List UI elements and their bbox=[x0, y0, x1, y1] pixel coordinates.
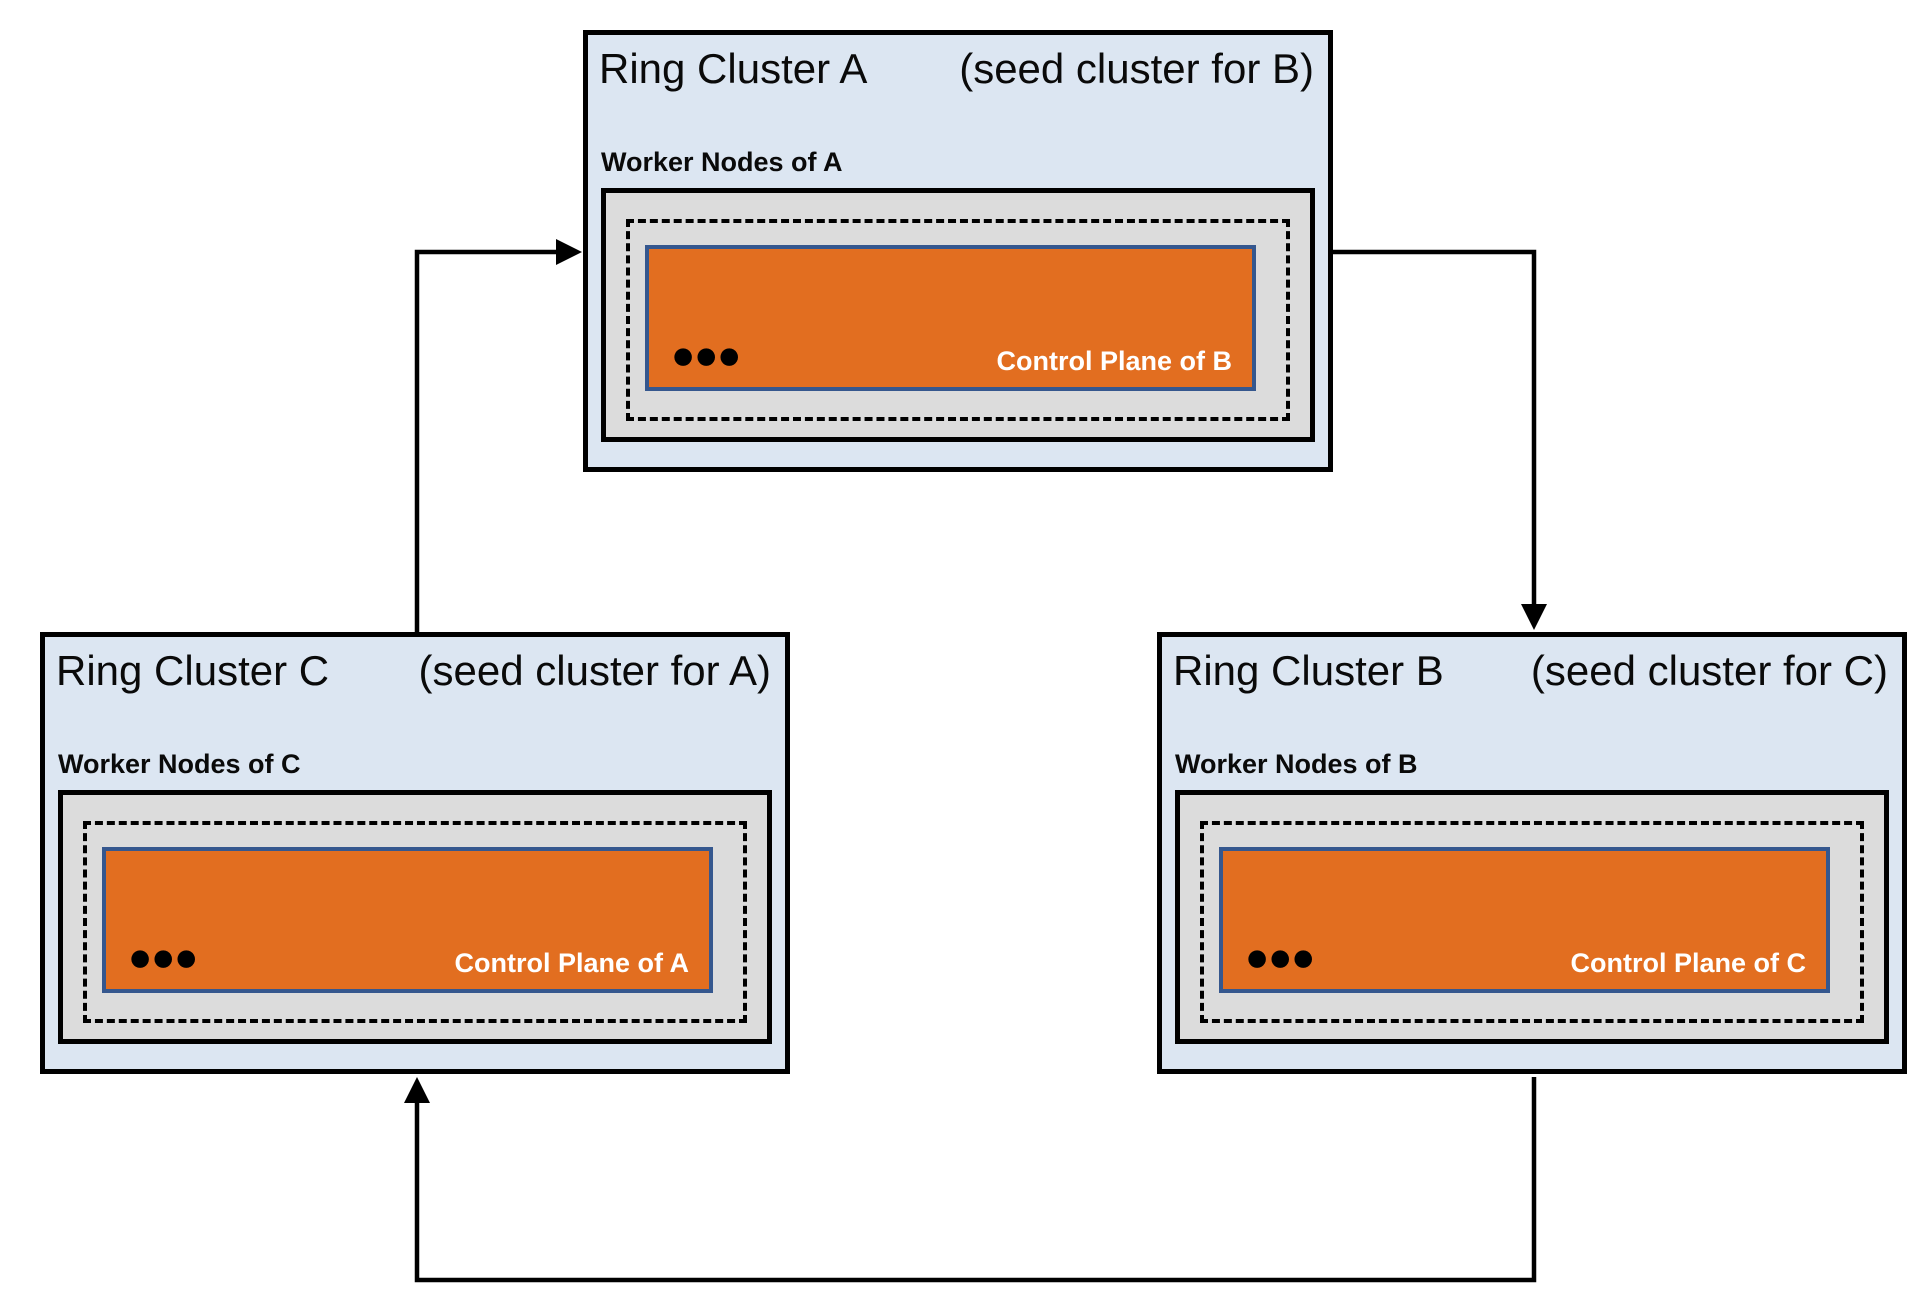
cluster-b-dashed-boundary: ●●● Control Plane of C bbox=[1200, 821, 1864, 1023]
cluster-c-dashed-boundary: ●●● Control Plane of A bbox=[83, 821, 747, 1023]
arrow-b-to-c bbox=[404, 1077, 1537, 1283]
cluster-a-title-row: Ring Cluster A (seed cluster for B) bbox=[599, 43, 1314, 96]
cluster-box-b: Ring Cluster B (seed cluster for C) Work… bbox=[1157, 632, 1907, 1074]
cluster-b-title-row: Ring Cluster B (seed cluster for C) bbox=[1173, 645, 1888, 698]
cluster-b-seed-note: (seed cluster for C) bbox=[1530, 647, 1888, 694]
cluster-b-control-plane-box: ●●● Control Plane of C bbox=[1219, 847, 1830, 993]
cluster-b-name: Ring Cluster B bbox=[1173, 647, 1444, 694]
cluster-b-worker-node-pool: ●●● Control Plane of C bbox=[1175, 790, 1889, 1044]
cluster-c-control-plane-label: Control Plane of A bbox=[454, 948, 690, 978]
cluster-c-worker-nodes-label: Worker Nodes of C bbox=[58, 749, 301, 779]
cluster-a-dashed-boundary: ●●● Control Plane of B bbox=[626, 219, 1290, 421]
cluster-b-worker-nodes-label: Worker Nodes of B bbox=[1175, 749, 1418, 779]
cluster-box-c: Ring Cluster C (seed cluster for A) Work… bbox=[40, 632, 790, 1074]
cluster-a-worker-nodes-label: Worker Nodes of A bbox=[601, 147, 843, 177]
cluster-a-worker-node-pool: ●●● Control Plane of B bbox=[601, 188, 1315, 442]
arrow-c-to-a bbox=[414, 239, 582, 632]
ellipsis-dots: ●●● bbox=[673, 343, 743, 369]
ellipsis-dots: ●●● bbox=[1247, 945, 1317, 971]
cluster-c-name: Ring Cluster C bbox=[56, 647, 330, 694]
cluster-box-a: Ring Cluster A (seed cluster for B) Work… bbox=[583, 30, 1333, 472]
cluster-c-title-row: Ring Cluster C (seed cluster for A) bbox=[56, 645, 771, 698]
cluster-a-control-plane-label: Control Plane of B bbox=[996, 346, 1233, 376]
cluster-b-control-plane-label: Control Plane of C bbox=[1570, 948, 1807, 978]
cluster-a-control-plane-box: ●●● Control Plane of B bbox=[645, 245, 1256, 391]
cluster-a-seed-note: (seed cluster for B) bbox=[959, 45, 1314, 92]
cluster-c-control-plane-box: ●●● Control Plane of A bbox=[102, 847, 713, 993]
cluster-a-name: Ring Cluster A bbox=[599, 45, 868, 92]
arrow-a-to-b bbox=[1333, 249, 1547, 630]
cluster-c-seed-note: (seed cluster for A) bbox=[418, 647, 771, 694]
cluster-c-worker-node-pool: ●●● Control Plane of A bbox=[58, 790, 772, 1044]
ellipsis-dots: ●●● bbox=[130, 945, 200, 971]
